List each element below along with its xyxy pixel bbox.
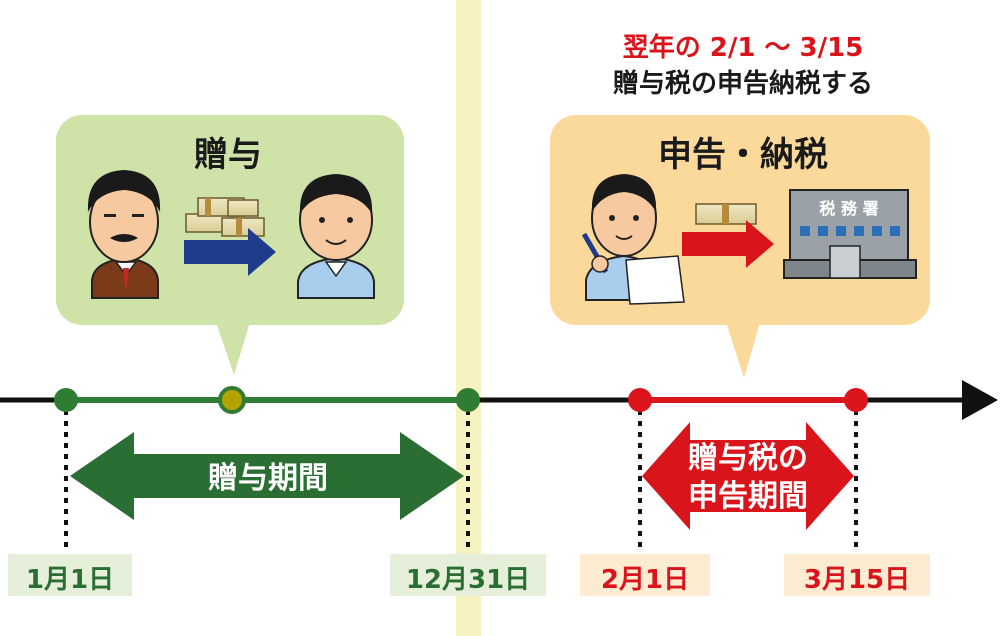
cash-bundles-icon <box>185 197 265 237</box>
mar15-marker <box>844 388 868 412</box>
receiver-person-icon <box>297 174 375 299</box>
tax-office-building-icon <box>783 189 917 279</box>
gift-period-arrow <box>70 432 464 520</box>
giver-person-icon <box>87 170 161 299</box>
cash-bundle-icon <box>695 203 757 225</box>
gift-period-label: 贈与期間 <box>208 461 328 496</box>
jan1-label: 1月1日 <box>26 565 114 595</box>
mar15-label: 3月15日 <box>804 565 910 595</box>
payment-arrow-icon <box>682 220 774 268</box>
deadline-action-text: 贈与税の申告納税する <box>613 68 873 99</box>
gift-title: 贈与 <box>194 135 262 175</box>
transfer-arrow-icon <box>184 228 276 276</box>
feb1-label-bg <box>580 554 710 596</box>
taxpayer-writing-icon <box>581 174 685 305</box>
dec31-label-bg <box>390 554 546 596</box>
dec31-label: 12月31日 <box>406 565 530 595</box>
filing-period-label-line2: 申告期間 <box>688 479 808 514</box>
year-end-divider <box>456 0 481 636</box>
tax-office-sign: 税 務 署 <box>819 199 878 218</box>
dec31-marker <box>456 388 480 412</box>
feb1-label: 2月1日 <box>601 565 689 595</box>
feb1-marker <box>628 388 652 412</box>
filing-title: 申告・納税 <box>658 135 828 175</box>
filing-period-arrow <box>642 422 854 530</box>
mar15-label-bg <box>784 554 930 596</box>
timeline-arrowhead <box>962 380 998 420</box>
gift-date-marker <box>218 386 246 414</box>
jan1-label-bg <box>8 554 132 596</box>
filing-period-label-line1: 贈与税の <box>688 441 808 476</box>
deadline-text: 翌年の 2/1 ～ 3/15 <box>623 32 864 63</box>
jan1-marker <box>54 388 78 412</box>
